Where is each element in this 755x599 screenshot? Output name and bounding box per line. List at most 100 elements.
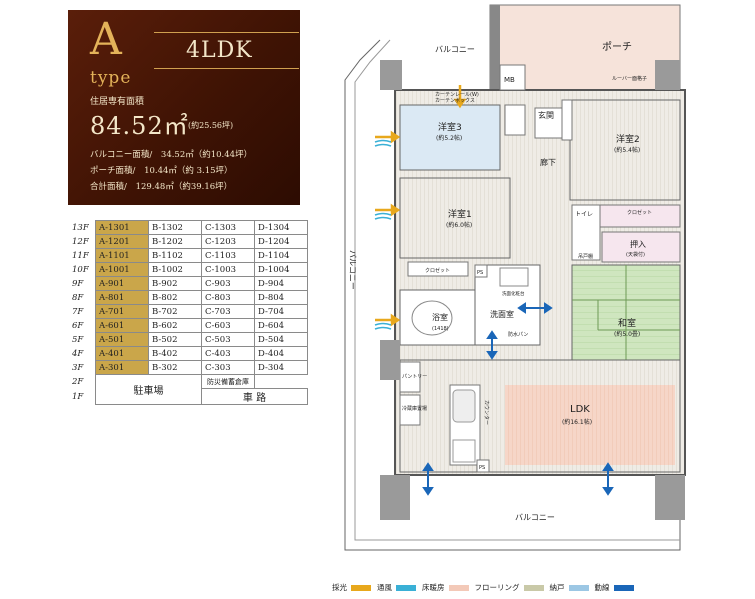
wind-arrows <box>374 139 392 330</box>
unit-cell-c: C-1103 <box>201 248 255 263</box>
road-cell: 車 路 <box>201 388 308 405</box>
washroom-label: 洗面室 <box>490 309 514 319</box>
balcony-outline <box>344 39 681 551</box>
balcony-area-label: バルコニー面積/ <box>90 150 153 160</box>
entrance <box>534 107 564 139</box>
mb-label: MB <box>504 76 515 84</box>
western-room-3 <box>399 104 501 171</box>
washstand-label: 洗面化粧台 <box>502 290 525 297</box>
unit-cell-c: C-803 <box>201 290 255 305</box>
unit-cell-c: C-1003 <box>201 262 255 277</box>
unit-cell-b: B-302 <box>148 360 202 375</box>
legend-label: 通風 <box>377 583 392 592</box>
floor-label: 1F <box>72 391 84 402</box>
louver-label: ルーバー面格子 <box>612 75 647 82</box>
porch-area-row: ポーチ面積/ 10.44㎡（約 3.15坪） <box>90 164 233 176</box>
ps-label-2: PS <box>479 465 485 471</box>
legend-swatch <box>396 584 416 591</box>
western2-label: 洋室2 <box>616 133 640 145</box>
total-area-label: 合計面積/ <box>90 182 127 192</box>
curtain-box-label: カーテンボックス <box>435 97 475 104</box>
bath-size: (1418) <box>432 326 449 332</box>
empty-cell <box>255 375 308 389</box>
floor-row-1f: 1F 車 路 <box>72 388 308 405</box>
toilet-room <box>571 204 601 261</box>
oshiire-label: 押入 <box>630 239 646 249</box>
porch-wall <box>490 5 500 120</box>
floor-row-2f: 2F 駐車場 防災備蓄倉庫 <box>72 374 308 405</box>
legend-item-flooring: フローリング <box>475 582 544 593</box>
ps-box <box>476 459 490 473</box>
washstand <box>499 267 529 287</box>
unit-cell-d: D-404 <box>254 346 308 361</box>
ps-box <box>474 264 488 278</box>
unit-cell-d: D-804 <box>254 290 308 305</box>
legend-swatch <box>523 584 544 591</box>
toilet-label: トイレ <box>575 211 593 218</box>
closet-upper <box>599 204 681 228</box>
layout-label: 4LDK <box>186 38 253 63</box>
hanging-cabinet-label: 吊戸棚 <box>578 253 593 260</box>
type-word: type <box>90 68 132 88</box>
unit-cell-a: A-1001 <box>95 262 149 277</box>
unit-cell-b: B-502 <box>148 332 202 347</box>
unit-cell-a: A-601 <box>95 318 149 333</box>
unit-cell-a: A-501 <box>95 332 149 347</box>
floor-label: 12F <box>72 236 89 247</box>
shoes-box <box>561 99 573 141</box>
unit-cell-b: B-1302 <box>148 220 202 235</box>
floor-label: 7F <box>72 306 84 317</box>
kitchen-sink <box>452 389 476 423</box>
unit-cell-c: C-903 <box>201 276 255 291</box>
unit-cell-b: B-1102 <box>148 248 202 263</box>
unit-cell-a: A-301 <box>95 360 149 375</box>
floor-label: 8F <box>72 292 84 303</box>
total-area-row: 合計面積/ 129.48㎡（約39.16坪） <box>90 180 232 192</box>
closet-mid-label: クロゼット <box>425 267 450 274</box>
unit-cell-d: D-1104 <box>254 248 308 263</box>
balcony-top-label: バルコニー <box>435 45 475 54</box>
western3-label: 洋室3 <box>438 121 462 133</box>
closet-upper-label: クロゼット <box>627 209 652 216</box>
legend-label: 動線 <box>594 583 610 592</box>
porch-area-value: 10.44㎡（約 3.15坪） <box>144 166 233 176</box>
unit-cell-b: B-702 <box>148 304 202 319</box>
balcony-area-value: 34.52㎡（約10.44坪） <box>160 150 253 160</box>
wash-pan-label: 防水パン <box>508 331 528 338</box>
corridor-label: 廊下 <box>540 157 556 167</box>
unit-cell-d: D-1004 <box>254 262 308 277</box>
ldk-label: LDK <box>570 404 590 415</box>
western3-size: (約5.2帖) <box>436 134 462 142</box>
cooktop <box>452 439 476 463</box>
floor-label: 11F <box>72 250 89 261</box>
unit-cell-d: D-604 <box>254 318 308 333</box>
balcony-left-label: バルコニー <box>348 250 357 290</box>
legend-item-light: 採光 <box>332 582 371 593</box>
legend-item-floor-heating: 床暖房 <box>422 582 469 593</box>
oshiire-sub-label: (天袋付) <box>626 251 645 258</box>
unit-cell-d: D-1204 <box>254 234 308 249</box>
western2-size: (約5.4帖) <box>614 146 640 154</box>
legend-label: 納戸 <box>549 583 565 592</box>
structural-pillars <box>380 60 685 520</box>
unit-cell-c: C-303 <box>201 360 255 375</box>
small-closet <box>504 104 526 136</box>
floor-label: 5F <box>72 334 84 345</box>
area-tsubo: (約25.56坪) <box>188 121 234 130</box>
unit-cell-d: D-904 <box>254 276 308 291</box>
counter-label: カウンター <box>483 400 490 425</box>
unit-cell-b: B-402 <box>148 346 202 361</box>
unit-cell-b: B-602 <box>148 318 202 333</box>
movement-arrows <box>422 302 614 496</box>
legend-swatch <box>613 584 634 591</box>
unit-cell-a: A-401 <box>95 346 149 361</box>
unit-cell-a: A-1301 <box>95 220 149 235</box>
curtain-rail-label: カーテンレール(W) <box>435 92 479 98</box>
